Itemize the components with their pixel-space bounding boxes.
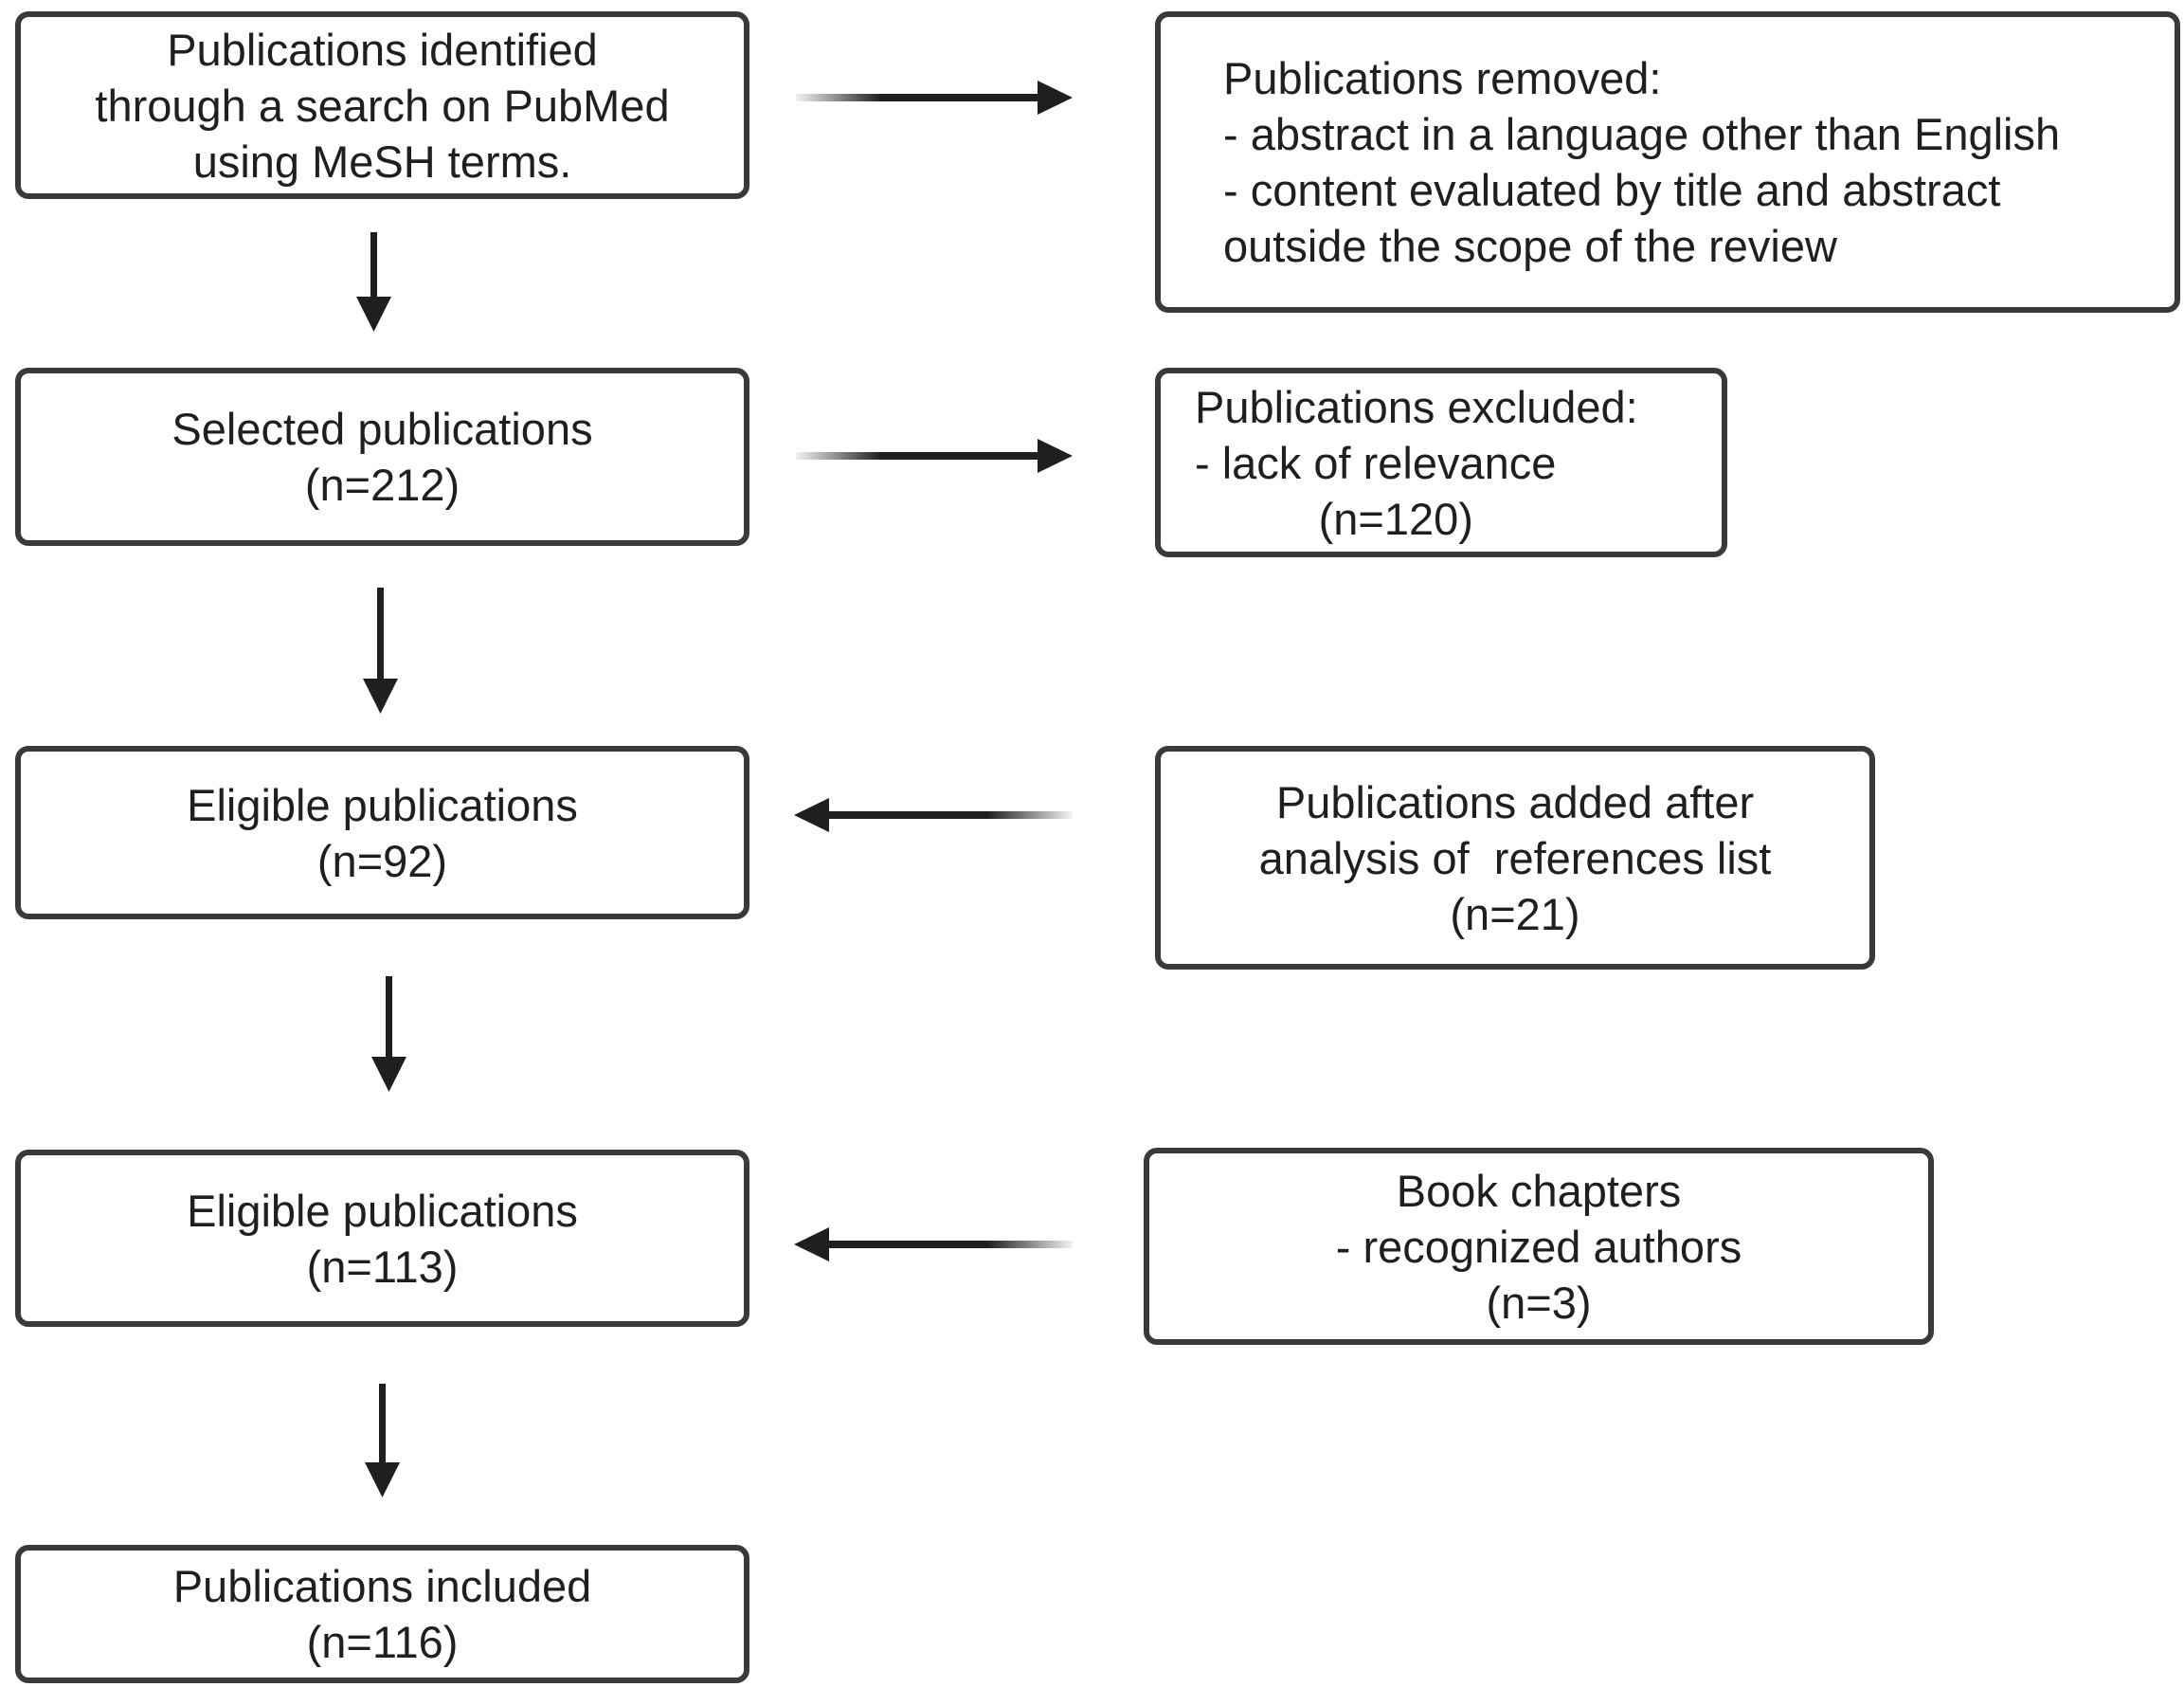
arrow-book-chapters-to-eligible: [794, 1227, 1073, 1261]
box-publications-excluded: Publications excluded: - lack of relevan…: [1155, 368, 1727, 557]
box-line: (n=212): [304, 460, 460, 510]
box-eligible-publications-92: Eligible publications (n=92): [15, 746, 749, 919]
box-line: - content evaluated by title and abstrac…: [1223, 165, 2001, 215]
box-line: (n=21): [1450, 888, 1580, 939]
box-line: outside the scope of the review: [1223, 221, 1837, 271]
box-line: Publications identified: [167, 24, 598, 75]
box-line: through a search on PubMed: [95, 80, 670, 131]
box-line: Publications added after: [1275, 776, 1755, 827]
box-line: - abstract in a language other than Engl…: [1223, 109, 2061, 159]
arrow-identified-to-removed: [796, 81, 1073, 115]
box-line: - lack of relevance: [1195, 437, 1557, 488]
box-line: (n=92): [316, 835, 448, 886]
arrow-added-to-eligible: [794, 798, 1073, 832]
box-line: analysis of references list: [1258, 832, 1772, 883]
arrow-down-1: [356, 232, 391, 332]
arrow-selected-to-excluded: [796, 439, 1073, 473]
box-line: (n=3): [1486, 1277, 1592, 1328]
box-line: - recognized authors: [1335, 1221, 1742, 1272]
box-line: Selected publications: [171, 404, 593, 454]
box-line: Publications removed:: [1223, 53, 1662, 103]
box-line: Book chapters: [1396, 1165, 1682, 1216]
box-publications-added: Publications added after analysis of ref…: [1155, 746, 1875, 970]
box-line: (n=120): [1195, 493, 1473, 544]
box-publications-removed: Publications removed: - abstract in a la…: [1155, 11, 2180, 313]
box-publications-identified: Publications identified through a search…: [15, 11, 749, 199]
box-selected-publications: Selected publications (n=212): [15, 368, 749, 546]
box-publications-included: Publications included (n=116): [15, 1545, 749, 1683]
arrow-down-4: [365, 1384, 400, 1497]
box-line: Eligible publications: [187, 1185, 578, 1236]
box-line: Publications excluded:: [1195, 381, 1638, 432]
box-line: Eligible publications: [187, 779, 578, 830]
box-line: (n=116): [306, 1617, 459, 1667]
box-line: using MeSH terms.: [192, 136, 572, 187]
box-line: (n=113): [306, 1241, 459, 1292]
box-book-chapters: Book chapters - recognized authors (n=3): [1144, 1148, 1934, 1345]
arrow-down-3: [371, 976, 406, 1092]
arrow-down-2: [363, 588, 398, 714]
box-eligible-publications-113: Eligible publications (n=113): [15, 1150, 749, 1327]
box-line: Publications included: [172, 1561, 592, 1611]
